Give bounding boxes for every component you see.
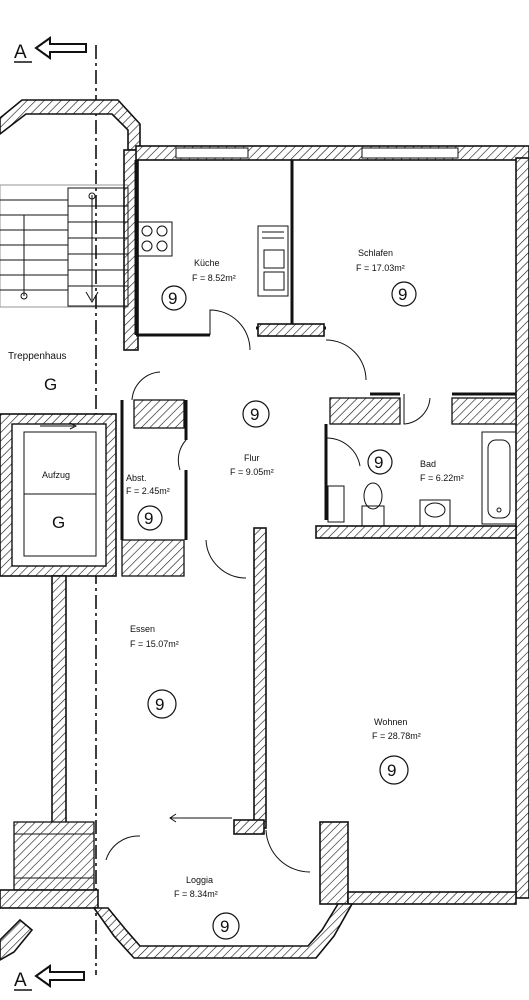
section-axis: A A bbox=[14, 36, 97, 991]
room-name-schlafen: Schlafen bbox=[358, 248, 393, 258]
room-name-abst: Abst. bbox=[126, 473, 147, 483]
stair-treads bbox=[0, 187, 129, 307]
room-area-essen: F = 15.07m² bbox=[130, 639, 179, 649]
fixtures bbox=[137, 221, 517, 527]
room-number-flur-top: 9 bbox=[250, 405, 259, 424]
toilet-icon bbox=[361, 482, 385, 527]
room-number-wohnen: 9 bbox=[387, 761, 396, 780]
room-name-flur: Flur bbox=[244, 453, 260, 463]
room-number-kueche: 9 bbox=[168, 289, 177, 308]
stair-tower-walls: Treppenhaus G bbox=[0, 99, 141, 394]
section-marker-bottom: A bbox=[14, 970, 27, 991]
room-labels: Küche F = 8.52m² 9 Schlafen F = 17.03m² … bbox=[126, 248, 464, 940]
room-area-kueche: F = 8.52m² bbox=[192, 273, 236, 283]
room-area-schlafen: F = 17.03m² bbox=[356, 263, 405, 273]
room-name-bad: Bad bbox=[420, 459, 436, 469]
room-number-bad: 9 bbox=[374, 453, 383, 472]
room-area-loggia: F = 8.34m² bbox=[174, 889, 218, 899]
room-name-essen: Essen bbox=[130, 624, 155, 634]
room-code-treppenhaus: G bbox=[44, 375, 57, 394]
section-marker-top: A bbox=[14, 42, 27, 63]
door-swings bbox=[105, 309, 431, 873]
room-name-wohnen: Wohnen bbox=[374, 717, 407, 727]
apartment-walls bbox=[0, 145, 529, 961]
room-number-essen: 9 bbox=[155, 695, 164, 714]
room-area-bad: F = 6.22m² bbox=[420, 473, 464, 483]
room-area-wohnen: F = 28.78m² bbox=[372, 731, 421, 741]
elevator-shaft: Aufzug G bbox=[0, 413, 117, 577]
room-number-abst: 9 bbox=[144, 509, 153, 528]
room-name-treppenhaus: Treppenhaus bbox=[8, 351, 67, 362]
section-arrow-bottom-icon bbox=[34, 964, 85, 988]
room-number-schlafen: 9 bbox=[398, 285, 407, 304]
bathtub-icon bbox=[481, 431, 517, 525]
room-name-loggia: Loggia bbox=[186, 875, 213, 885]
room-name-kueche: Küche bbox=[194, 258, 220, 268]
room-area-flur: F = 9.05m² bbox=[230, 467, 274, 477]
kitchen-sink-icon bbox=[257, 225, 289, 297]
washbasin-icon bbox=[419, 499, 451, 527]
room-code-aufzug: G bbox=[52, 513, 65, 532]
room-number-loggia: 9 bbox=[220, 917, 229, 936]
room-name-aufzug: Aufzug bbox=[42, 470, 70, 480]
room-area-abst: F = 2.45m² bbox=[126, 486, 170, 496]
section-arrow-top-icon bbox=[34, 36, 87, 60]
stove-icon bbox=[137, 221, 173, 257]
